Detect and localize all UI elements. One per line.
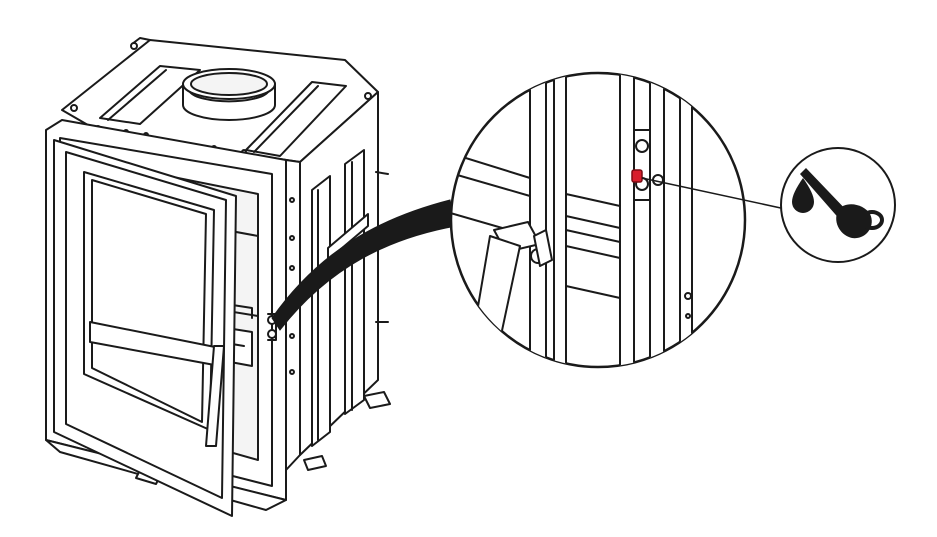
hinge-detail-magnifier [449, 71, 747, 369]
lubrication-leader-line [641, 177, 791, 211]
oil-can-icon [780, 147, 896, 263]
flue-collar [182, 68, 276, 121]
fireplace-insert [45, 37, 391, 517]
lubrication-point [631, 169, 643, 183]
fireplace-door [53, 139, 277, 517]
